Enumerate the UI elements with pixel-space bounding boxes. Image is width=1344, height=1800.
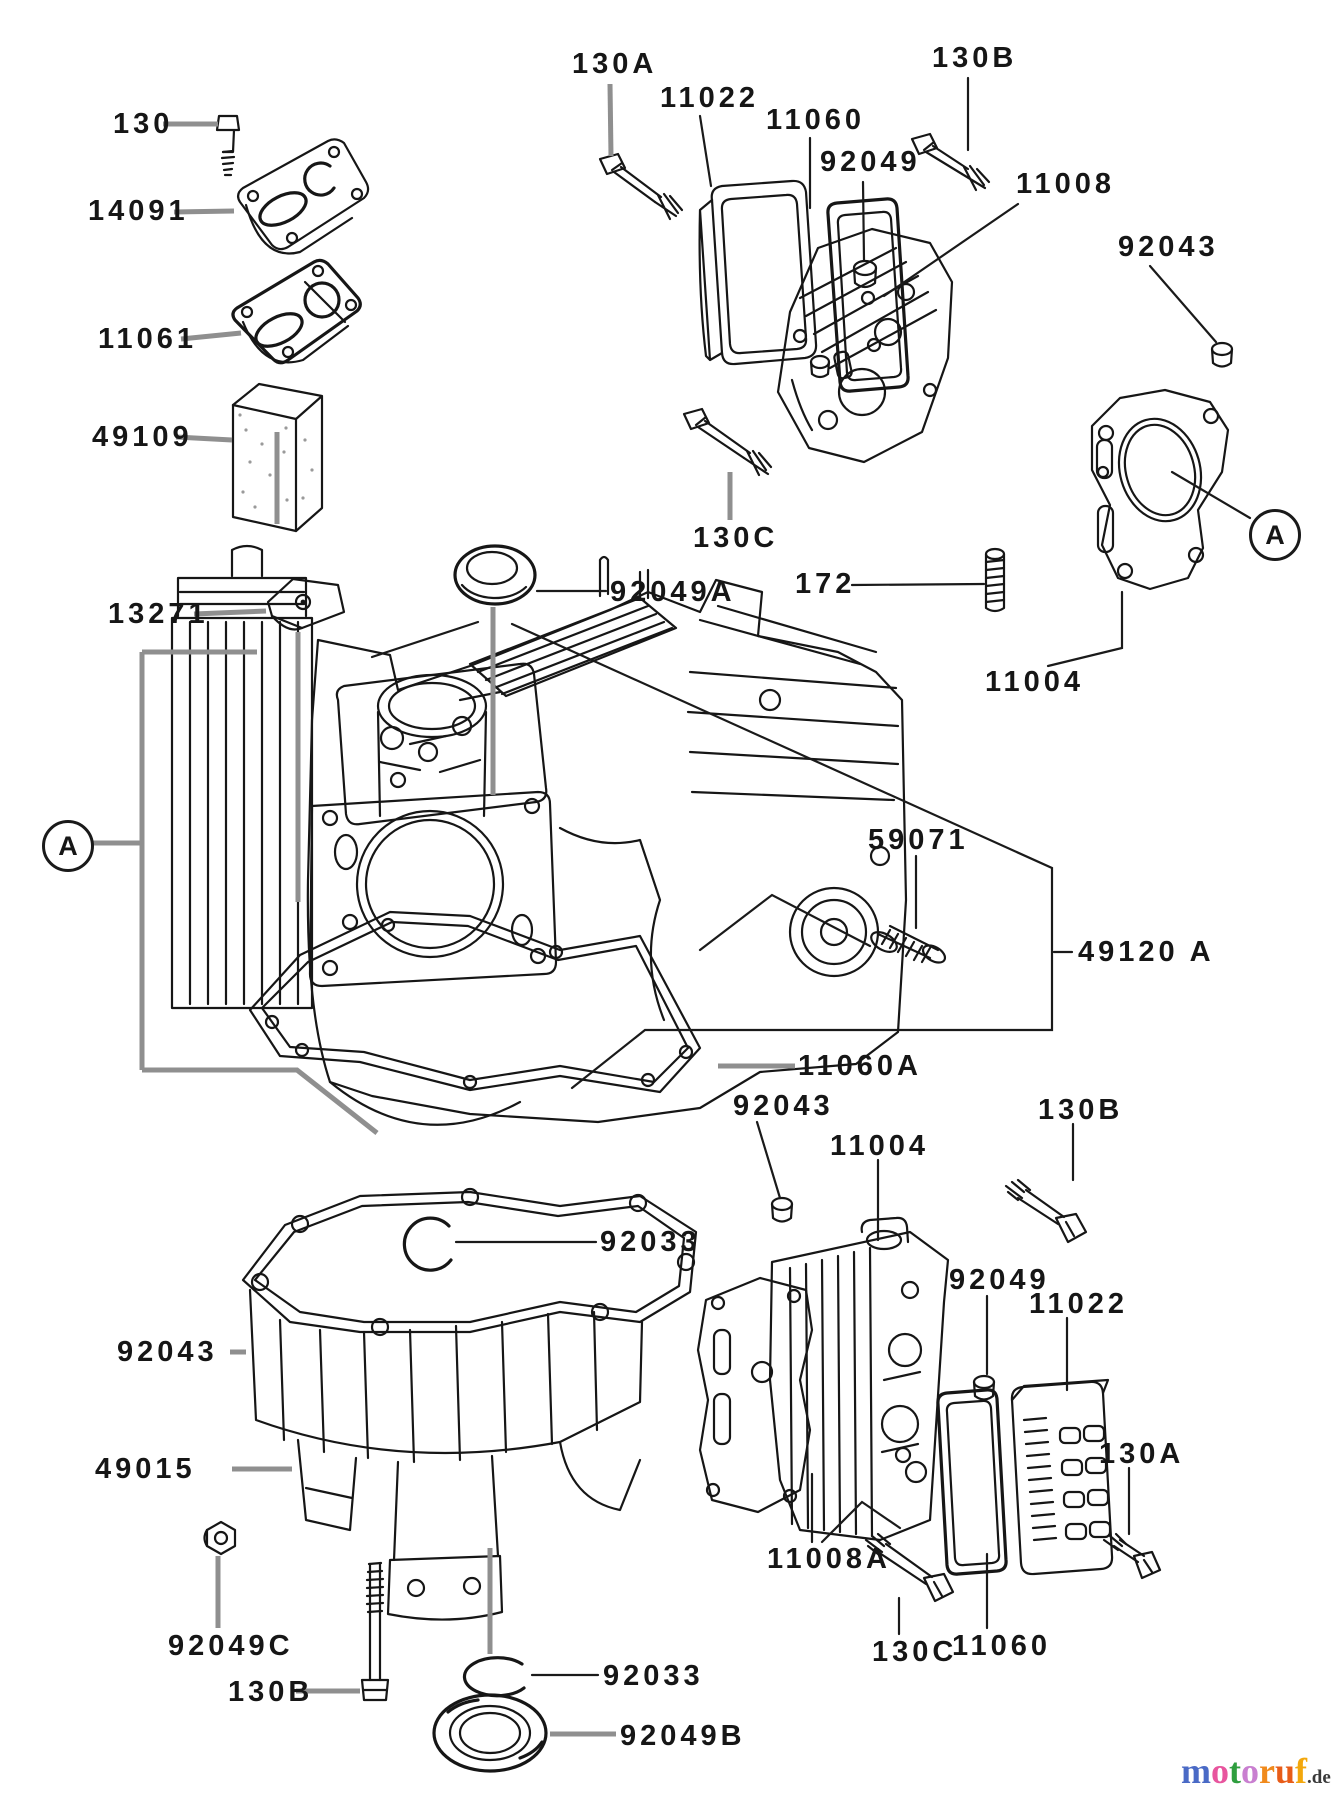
bolt-130C-top — [682, 407, 773, 477]
logo-tld: .de — [1307, 1767, 1331, 1788]
cylinder-head-11004-lower — [768, 1216, 950, 1542]
callout-11008: 11008 — [1016, 168, 1116, 200]
detail-marker-letter: A — [58, 830, 78, 861]
plug-92049-lower — [972, 1374, 996, 1401]
callout-92049A: 92049A — [610, 576, 736, 608]
plug-92043-top — [1210, 341, 1234, 368]
head-gasket-11008A — [696, 1276, 814, 1514]
detail-marker-a-left: A — [42, 820, 94, 872]
callout-11004-lower: 11004 — [830, 1130, 930, 1162]
rocker-cover-11022 — [698, 179, 818, 366]
logo-letter: t — [1229, 1751, 1241, 1791]
callout-130A-lower: 130A — [1099, 1438, 1185, 1470]
callout-11004: 11004 — [985, 666, 1085, 698]
callout-11022-lower: 11022 — [1029, 1288, 1129, 1320]
breather-gasket-11061 — [231, 258, 362, 365]
callout-130C: 130C — [693, 522, 779, 554]
callout-11022: 11022 — [660, 82, 760, 114]
bolt-130B-bottom — [360, 1561, 390, 1702]
cylinder-crankcase-assembly-49120A — [170, 544, 908, 1126]
bolt-130 — [215, 114, 241, 177]
callout-11060A: 11060A — [798, 1050, 922, 1082]
plug-92043-lower — [770, 1196, 794, 1223]
logo-letter: o — [1241, 1751, 1259, 1791]
cylinder-head-11008 — [776, 227, 954, 464]
callout-92049: 92049 — [820, 146, 921, 178]
leader-lines-gray — [90, 83, 795, 1737]
detail-marker-a-right: A — [1249, 509, 1301, 561]
o-ring-92033-lower — [462, 1656, 526, 1698]
fitting-59071 — [870, 924, 947, 964]
callout-92033-upper: 92033 — [600, 1226, 701, 1258]
callout-13271: 13271 — [108, 598, 209, 630]
logo-letter: r — [1259, 1751, 1275, 1791]
callout-11060-lower: 11060 — [952, 1630, 1052, 1662]
callout-92049-lower: 92049 — [949, 1264, 1050, 1296]
callout-59071: 59071 — [868, 824, 969, 856]
seal-ring-92049A — [453, 544, 537, 606]
callout-11060: 11060 — [766, 104, 866, 136]
callout-92043: 92043 — [1118, 231, 1219, 263]
callout-49120A: 49120 A — [1078, 936, 1215, 968]
plug-92049-top — [852, 259, 878, 289]
plug-small-top — [809, 354, 831, 379]
head-gasket-11004-top — [1090, 388, 1230, 591]
callout-130B: 130B — [932, 42, 1018, 74]
callout-130B-bottom: 130B — [228, 1676, 314, 1708]
callout-92043-mid: 92043 — [733, 1090, 834, 1122]
bolt-130A — [598, 152, 684, 221]
stud-172 — [984, 547, 1006, 613]
nut-92049C — [203, 1520, 237, 1556]
breather-cover-plate-14091 — [236, 138, 370, 255]
o-ring-92033-upper — [402, 1216, 453, 1272]
callout-11008A: 11008A — [767, 1543, 891, 1575]
rocker-cover-gasket-11060-lower — [936, 1388, 1008, 1576]
callout-92033-lower: 92033 — [603, 1660, 704, 1692]
bolt-130C-lower — [864, 1532, 955, 1603]
callout-130A: 130A — [572, 48, 658, 80]
callout-14091: 14091 — [88, 195, 189, 227]
leader-lines-black — [370, 76, 1252, 1677]
rocker-cover-gasket-11060 — [826, 197, 910, 393]
breather-element-49109 — [231, 382, 324, 533]
motoruf-logo[interactable]: motoruf.de — [1181, 1753, 1331, 1789]
bolt-130B-right — [1004, 1178, 1088, 1244]
rocker-cover-11022-lower — [1010, 1378, 1114, 1576]
callout-92049B: 92049B — [620, 1720, 746, 1752]
callout-49109: 49109 — [92, 421, 193, 453]
callout-92049C: 92049C — [168, 1630, 294, 1662]
bolt-130A-lower — [1102, 1532, 1162, 1580]
callout-92043-left: 92043 — [117, 1336, 218, 1368]
callout-49015: 49015 — [95, 1453, 196, 1485]
oil-seal-92049B — [432, 1693, 548, 1773]
logo-letter: o — [1211, 1751, 1229, 1791]
logo-letter: u — [1274, 1751, 1296, 1791]
callout-172: 172 — [795, 568, 856, 600]
logo-letter: f — [1295, 1751, 1308, 1791]
bolt-130B-top — [910, 132, 991, 192]
callout-130B-right: 130B — [1038, 1094, 1124, 1126]
detail-marker-letter: A — [1265, 519, 1285, 550]
oil-pan-49015 — [241, 1187, 698, 1621]
callout-11061: 11061 — [98, 323, 198, 355]
logo-letter: m — [1181, 1751, 1211, 1791]
callout-130: 130 — [113, 108, 174, 140]
callout-130C-lower: 130C — [872, 1636, 958, 1668]
crankcase-gasket-11060A — [248, 910, 702, 1094]
